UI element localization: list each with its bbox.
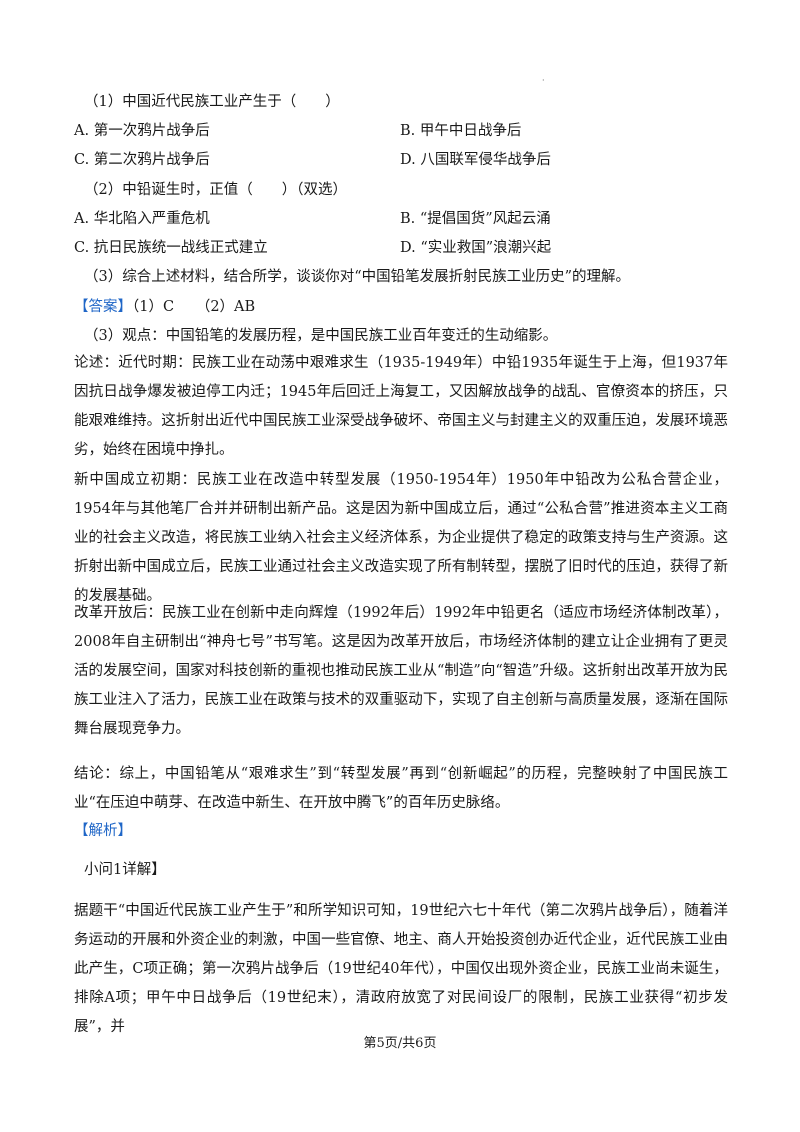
answer-point: （3）观点：中国铅笔的发展历程，是中国民族工业百年变迁的生动缩影。 bbox=[84, 328, 558, 344]
answer-paragraph-1: 论述：近代时期：民族工业在动荡中艰难求生（1935-1949年）中铅1935年诞… bbox=[74, 355, 728, 458]
question-2-option-b: B. “提倡国货”风起云涌 bbox=[400, 211, 551, 227]
question-2-option-d: D. “实业救国”浪潮兴起 bbox=[400, 240, 552, 256]
answer-line: 【答案】（1）C （2）AB bbox=[74, 297, 255, 317]
answer-text: （1）C （2）AB bbox=[132, 299, 256, 315]
answer-tag: 【答案】 bbox=[74, 299, 132, 315]
question-1-stem: （1）中国近代民族工业产生于（ ） bbox=[84, 94, 340, 110]
question-2-stem: （2）中铅诞生时，正值（ ）（双选） bbox=[84, 182, 347, 198]
question-3-stem: （3）综合上述材料，结合所学，谈谈你对“中国铅笔发展折射民族工业历史”的理解。 bbox=[84, 269, 631, 285]
question-1-option-b: B. 甲午中日战争后 bbox=[400, 123, 522, 139]
page-footer: 第5页/共6页 bbox=[363, 1036, 437, 1051]
question-1-option-c: C. 第二次鸦片战争后 bbox=[74, 152, 210, 168]
answer-paragraph-2: 新中国成立初期：民族工业在改造中转型发展（1950-1954年）1950年中铅改… bbox=[74, 472, 728, 604]
analysis-tag: 【解析】 bbox=[74, 823, 132, 839]
answer-paragraph-4: 结论：综上，中国铅笔从“艰难求生”到“转型发展”再到“创新崛起”的历程，完整映射… bbox=[74, 766, 728, 811]
analysis-text: 据题干“中国近代民族工业产生于”和所学知识可知，19世纪六七十年代（第二次鸦片战… bbox=[74, 903, 728, 1035]
question-2-option-a: A. 华北陷入严重危机 bbox=[74, 211, 210, 227]
question-1-option-d: D. 八国联军侵华战争后 bbox=[400, 152, 551, 168]
answer-paragraph-3: 改革开放后：民族工业在创新中走向辉煌（1992年后）1992年中铅更名（适应市场… bbox=[74, 605, 728, 737]
question-2-option-c: C. 抗日民族统一战线正式建立 bbox=[74, 240, 268, 256]
analysis-subheading: 小问1详解】 bbox=[84, 862, 166, 878]
question-1-option-a: A. 第一次鸦片战争后 bbox=[74, 123, 210, 139]
stray-mark: · bbox=[542, 76, 545, 85]
